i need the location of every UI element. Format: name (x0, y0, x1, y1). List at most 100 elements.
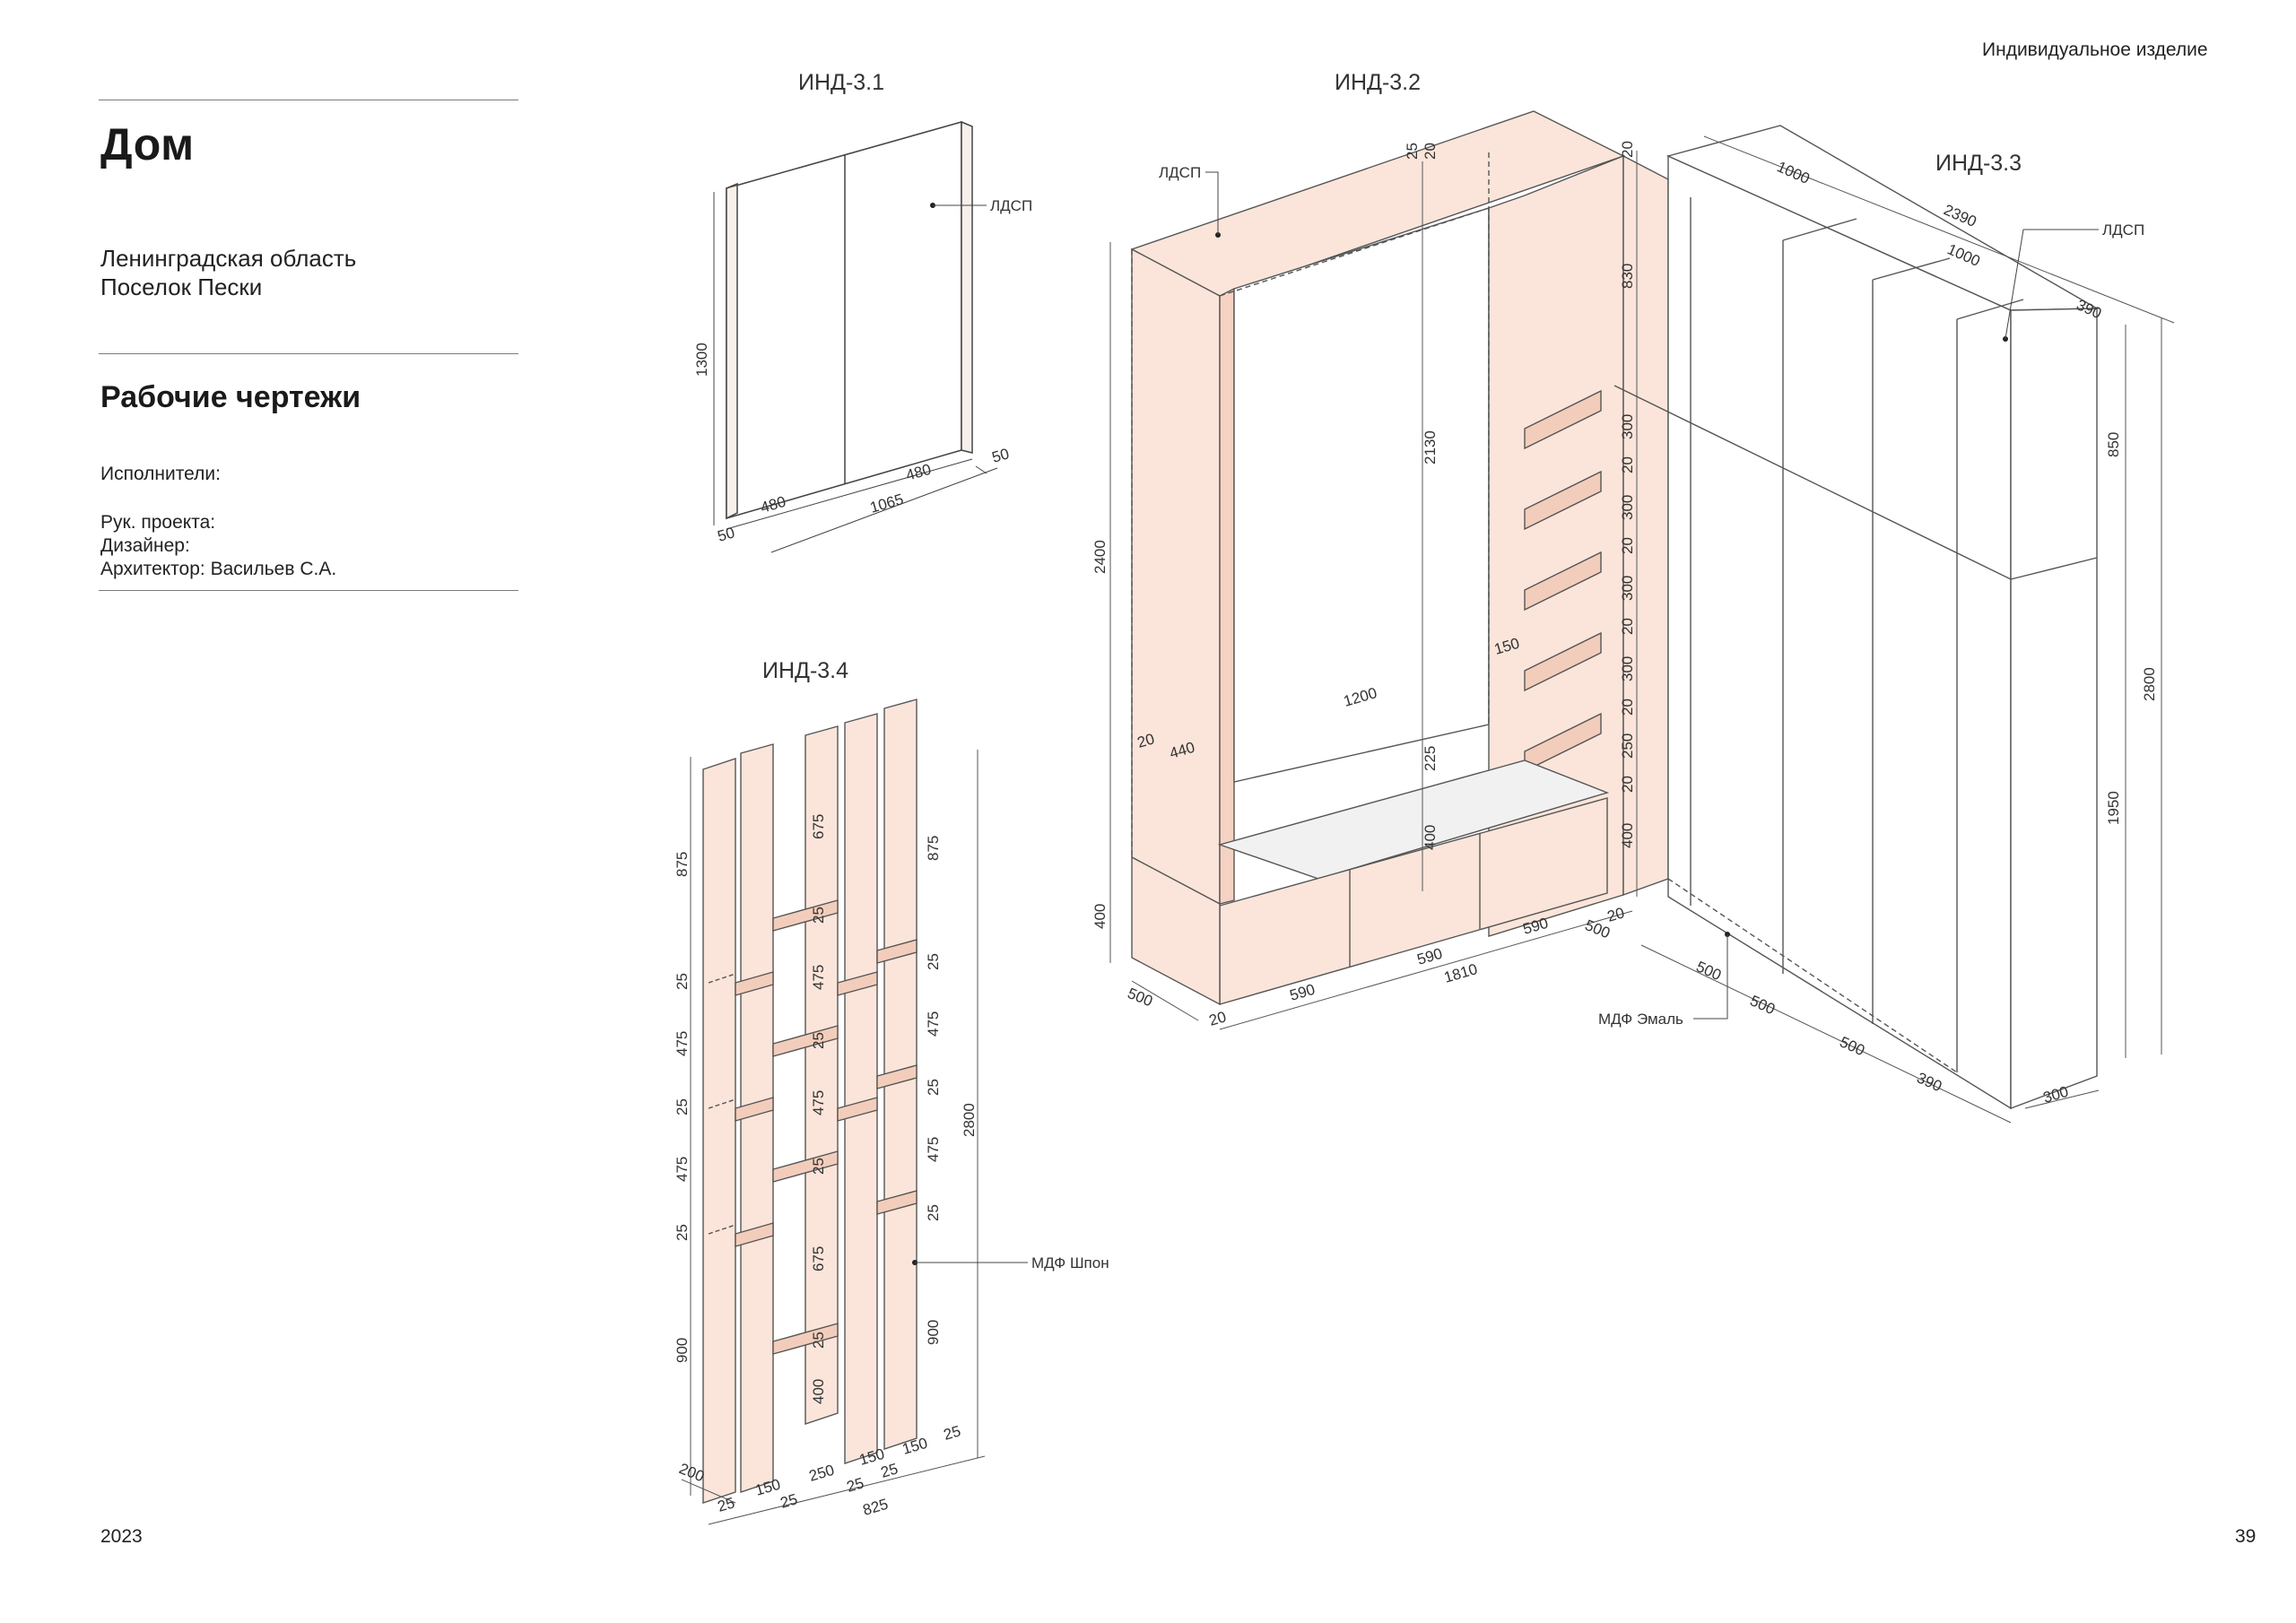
drawing-ind-3-3 (1613, 125, 2100, 1110)
dim-3-4-r900: 900 (925, 1320, 942, 1345)
material-3-1: ЛДСП (990, 197, 1032, 214)
dim-3-4-b25d: 25 (879, 1460, 900, 1480)
dim-3-4-b250: 250 (807, 1462, 837, 1485)
dim-3-4-c675a: 675 (810, 814, 827, 839)
dim-3-4-r875: 875 (925, 836, 942, 861)
dim-3-4-c400: 400 (810, 1379, 827, 1404)
dim-3-4-l900: 900 (674, 1338, 691, 1363)
dim-3-4-r25c: 25 (925, 1204, 942, 1221)
dim-3-2-col-top-b: 20 (1619, 141, 1636, 158)
drawing-ind-3-4 (702, 699, 918, 1504)
dim-3-2-s5: 250 (1619, 733, 1636, 759)
team-label: Исполнители: (100, 464, 221, 484)
dim-3-4-l25c: 25 (674, 1224, 691, 1241)
dim-3-4-r25b: 25 (925, 1079, 942, 1096)
dim-3-4-b25a: 25 (716, 1494, 736, 1515)
dim-3-2-depth: 500 (1126, 985, 1155, 1010)
address-line-2: Поселок Пески (100, 273, 263, 300)
dims-ind-3-4-lines (681, 750, 986, 1525)
dim-3-2-seat-h: 400 (1422, 825, 1439, 850)
callout-line-3-3-ldsp (2005, 229, 2099, 340)
dim-3-2-d-small: 20 (1207, 1008, 1228, 1028)
dim-3-4-b25b: 25 (778, 1490, 799, 1511)
dim-3-4-r475a: 475 (925, 1011, 942, 1037)
material-3-3-mdf: МДФ Эмаль (1598, 1011, 1683, 1028)
dim-3-2-right-b: 20 (1605, 904, 1626, 924)
dim-3-4-b25e: 25 (942, 1422, 962, 1443)
dim-3-1-d2: 50 (990, 445, 1011, 465)
dim-3-4-l25a: 25 (674, 973, 691, 990)
dim-3-3-h2800: 2800 (2141, 667, 2158, 701)
callout-line-3-2 (1205, 171, 1219, 235)
dim-3-4-r475b: 475 (925, 1137, 942, 1162)
drawing-ind-3-1 (713, 120, 998, 553)
view-label-3-4: ИНД-3.4 (762, 658, 848, 683)
dim-3-1-total: 1065 (868, 490, 906, 516)
dim-3-3-b500-a: 500 (1693, 958, 1724, 984)
dim-3-4-c25a: 25 (810, 907, 827, 924)
dim-3-2-base: 400 (1091, 904, 1109, 929)
dim-3-2-side: 20 (1135, 730, 1156, 751)
dim-3-2-s3: 300 (1619, 576, 1636, 601)
corner-label: Индивидуальное изделие (1982, 39, 2208, 60)
dim-3-2-s2: 300 (1619, 495, 1636, 520)
material-3-3-ldsp: ЛДСП (2102, 221, 2144, 239)
dim-3-4-c475b: 475 (810, 1090, 827, 1115)
dim-3-4-b200: 200 (677, 1460, 707, 1485)
designer: Дизайнер: (100, 535, 190, 556)
footer-year: 2023 (100, 1526, 143, 1547)
dim-3-1-height: 1300 (693, 343, 710, 377)
dim-3-2-g5: 20 (1619, 776, 1636, 793)
dims-ind-3-3-lines (1640, 135, 2175, 1124)
bottom-rule (99, 590, 518, 591)
dim-3-4-h2800: 2800 (961, 1103, 978, 1137)
dim-3-2-col-top: 830 (1619, 264, 1636, 289)
section-title: Рабочие чертежи (100, 380, 361, 414)
middle-rule (99, 353, 518, 354)
dim-3-1-d1: 50 (716, 524, 736, 544)
dim-3-2-drawer-2: 590 (1415, 945, 1445, 968)
dim-3-2-s6: 400 (1619, 823, 1636, 848)
dim-3-2-s4: 300 (1619, 656, 1636, 681)
dim-3-3-h850: 850 (2105, 432, 2122, 457)
dim-3-4-c675b: 675 (810, 1246, 827, 1271)
page-number: 39 (2235, 1526, 2257, 1547)
material-3-2: ЛДСП (1159, 164, 1201, 181)
view-label-3-3: ИНД-3.3 (1935, 151, 2022, 176)
dim-3-4-r25a: 25 (925, 953, 942, 970)
dim-3-2-g1: 20 (1619, 456, 1636, 473)
material-3-4: МДФ Шпон (1031, 1254, 1109, 1271)
dim-3-4-l475b: 475 (674, 1157, 691, 1182)
dim-3-4-c475a: 475 (810, 965, 827, 990)
address-line-1: Ленинградская область (100, 245, 357, 272)
dim-3-4-l875: 875 (674, 852, 691, 877)
view-label-3-2: ИНД-3.2 (1335, 70, 1421, 95)
dim-3-2-top-a: 25 (1404, 143, 1421, 160)
project-manager: Рук. проекта: (100, 512, 216, 533)
dim-3-2-g4: 20 (1619, 699, 1636, 716)
dim-3-2-top-b: 20 (1422, 143, 1439, 160)
dim-3-2-seat: 225 (1422, 746, 1439, 771)
dim-3-2-drawer-1: 590 (1288, 981, 1318, 1004)
dim-3-4-l25b: 25 (674, 1098, 691, 1115)
dims-ind-3-2-lines (1109, 151, 1638, 1030)
dim-3-4-c25b: 25 (810, 1032, 827, 1049)
dim-3-2-s1: 300 (1619, 414, 1636, 439)
dim-3-3-b390: 390 (1914, 1069, 1944, 1095)
project-title: Дом (100, 119, 195, 169)
architect: Архитектор: Васильев С.А. (100, 559, 337, 579)
dim-3-3-h1950: 1950 (2105, 791, 2122, 825)
dim-3-3-b500-c: 500 (1837, 1033, 1867, 1059)
dim-3-2-g3: 20 (1619, 618, 1636, 635)
dim-3-4-total: 825 (861, 1496, 891, 1519)
dim-3-3-b500-b: 500 (1747, 992, 1778, 1018)
dim-3-4-c25d: 25 (810, 1332, 827, 1349)
dim-3-4-c25c: 25 (810, 1158, 827, 1175)
dim-3-4-l475a: 475 (674, 1031, 691, 1056)
drawing-ind-3-2 (1130, 110, 1669, 1006)
callout-line-3-3-mdf (1693, 934, 1728, 1020)
dim-3-4-b25c: 25 (845, 1474, 865, 1495)
dim-3-2-height: 2400 (1091, 540, 1109, 574)
dim-3-2-inner: 2130 (1422, 430, 1439, 464)
